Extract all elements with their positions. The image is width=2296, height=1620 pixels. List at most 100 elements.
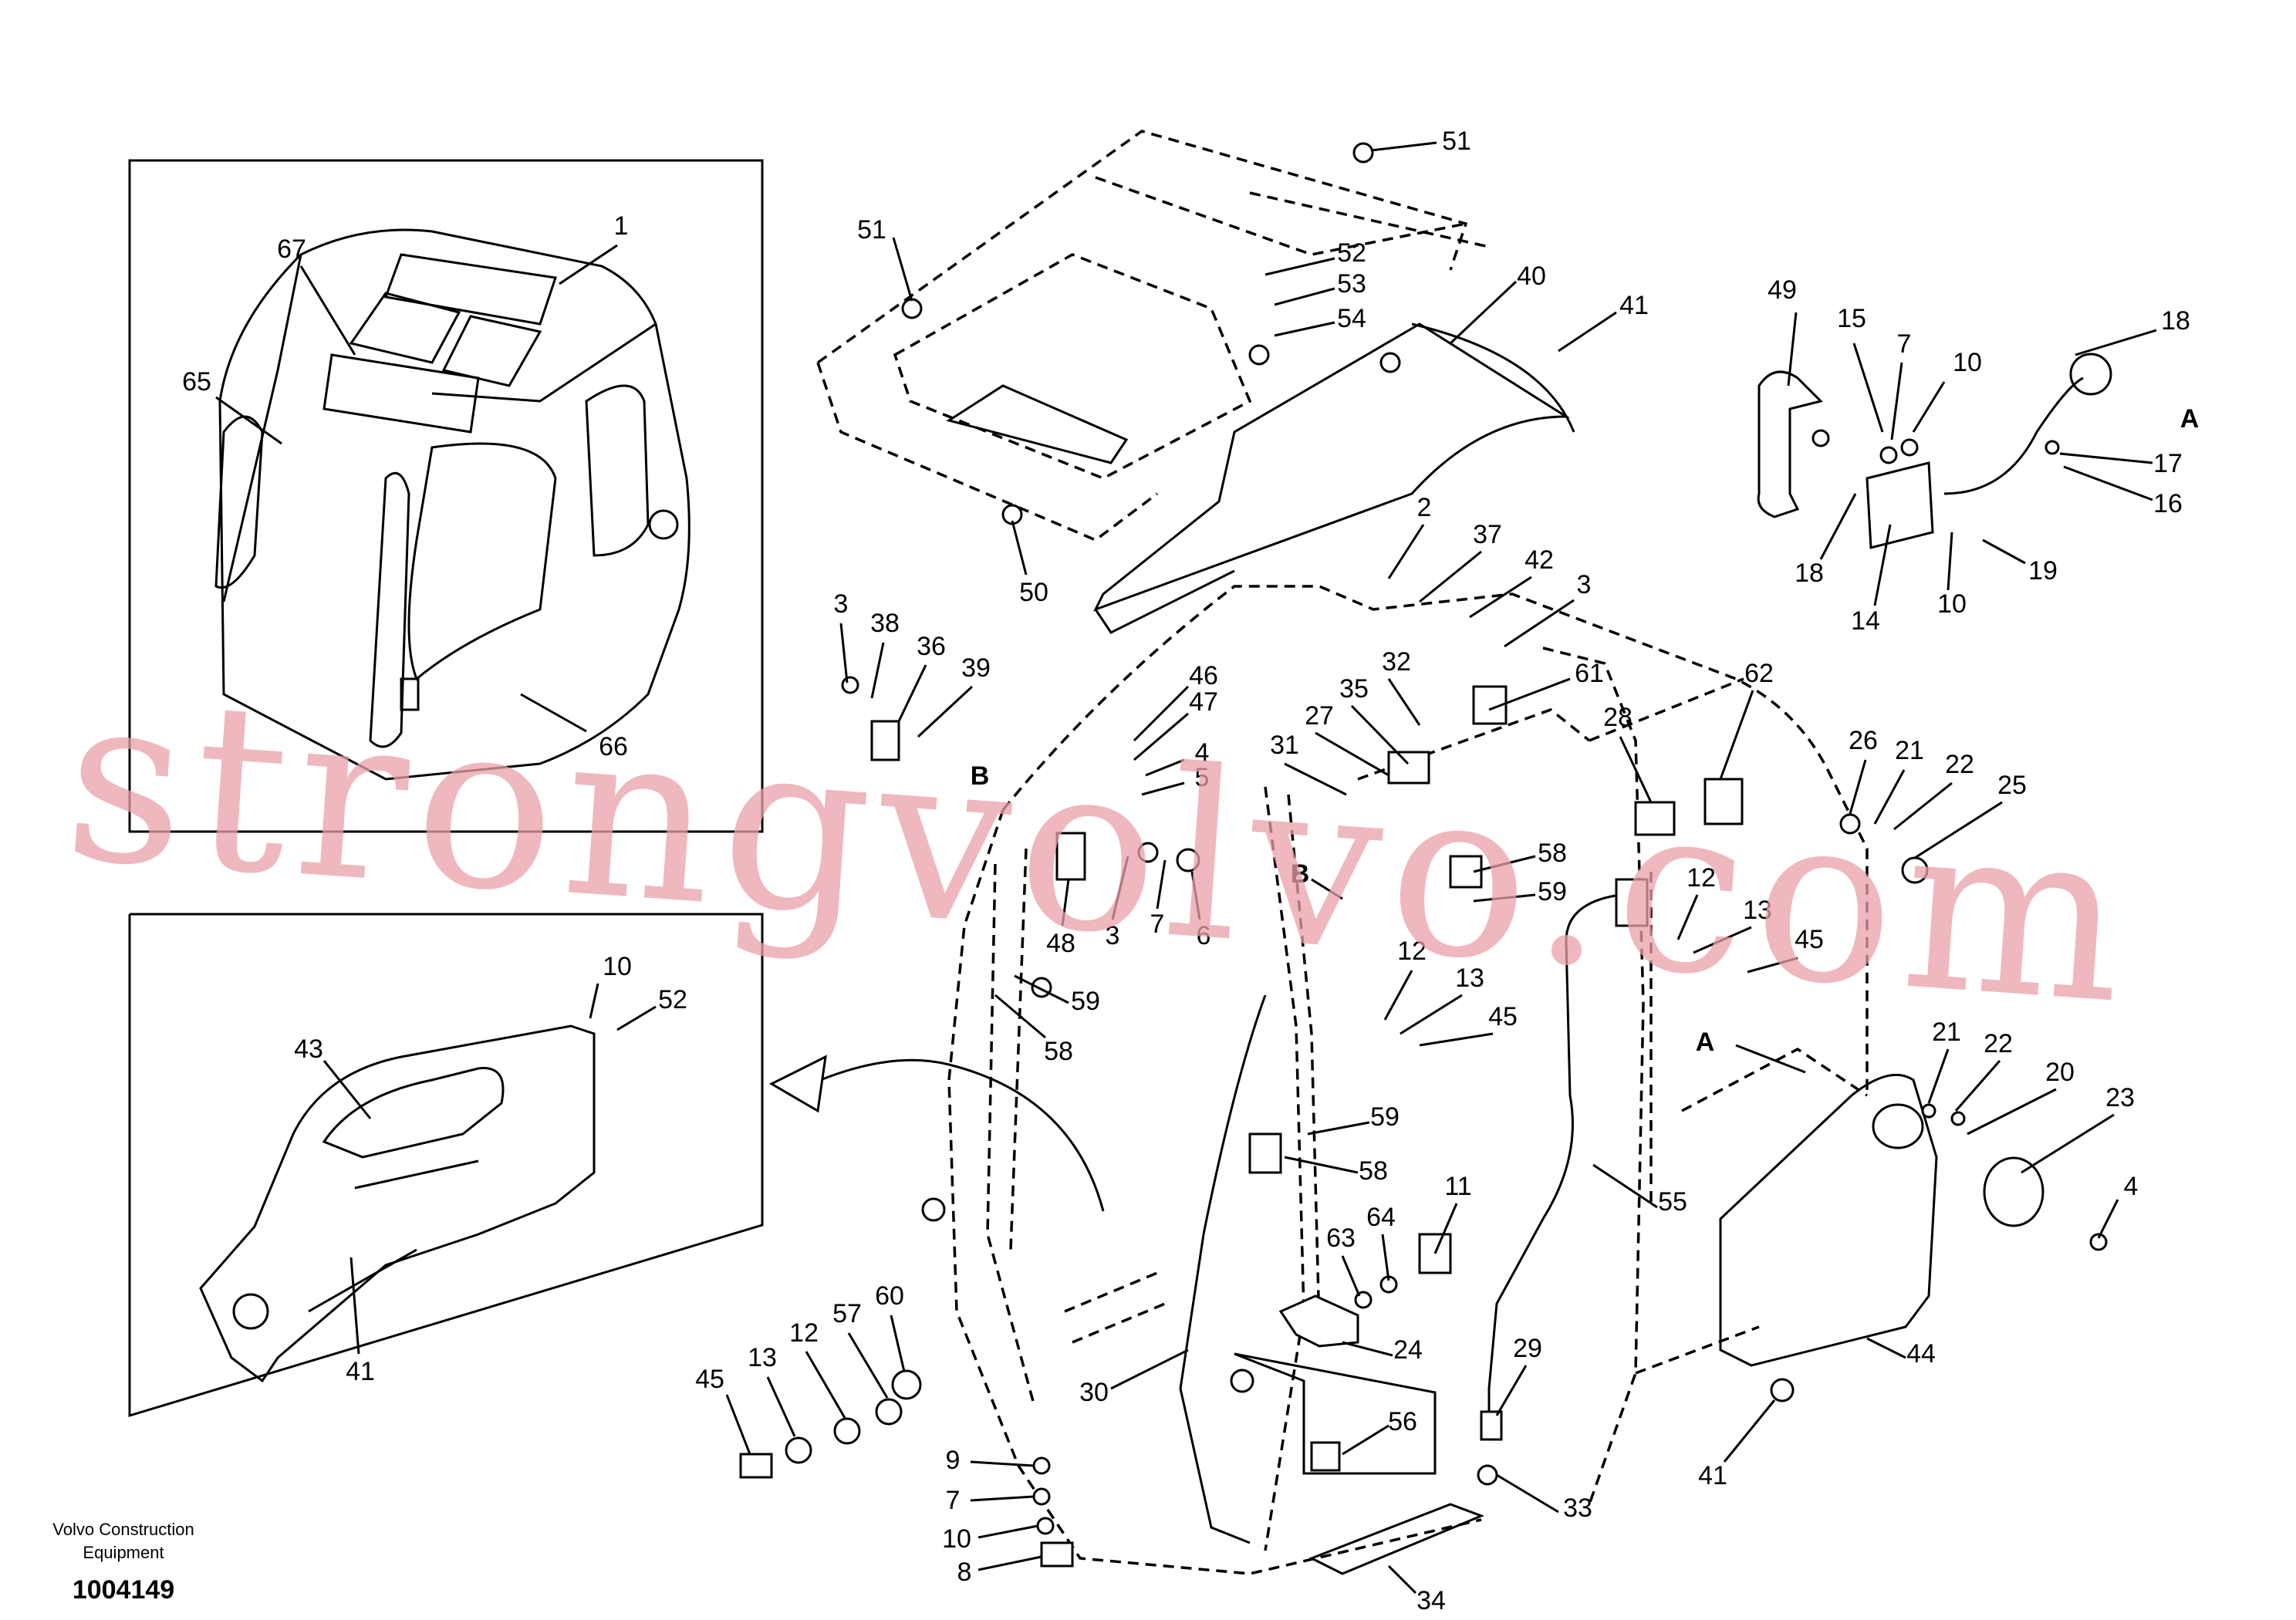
callout-label: 33 <box>1563 1493 1592 1523</box>
callout-label: 27 <box>1305 701 1334 731</box>
callout-label: 67 <box>277 235 306 264</box>
callout-label: 3 <box>1106 921 1120 950</box>
latch-14 <box>1866 461 1934 549</box>
callout-label: 59 <box>1538 877 1567 906</box>
callout-label: 58 <box>1538 839 1567 868</box>
cab-overview-drawing <box>214 228 690 781</box>
callout-label: 9 <box>946 1446 961 1475</box>
callout-label: 15 <box>1837 304 1866 333</box>
callout-label: 40 <box>1517 262 1546 291</box>
callout-label: 23 <box>2105 1083 2135 1112</box>
callout-label: 49 <box>1768 275 1797 305</box>
callout-label: 41 <box>346 1357 375 1386</box>
callout-label: 53 <box>1337 269 1366 299</box>
callout-label: 24 <box>1393 1335 1423 1365</box>
callout-label: 48 <box>1046 929 1075 958</box>
callout-label: 12 <box>1397 937 1427 966</box>
callout-label: 42 <box>1524 545 1554 575</box>
callout-label: 12 <box>789 1318 819 1348</box>
callout-label: 21 <box>1895 736 1924 765</box>
callout-label: 17 <box>2153 449 2183 478</box>
callout-label: 63 <box>1326 1223 1356 1253</box>
callout-label: 31 <box>1270 731 1299 760</box>
callout-label: 46 <box>1189 661 1218 690</box>
callout-label: 65 <box>182 367 211 397</box>
callout-arrow <box>802 1058 1105 1212</box>
callout-label: 11 <box>1444 1172 1471 1201</box>
callout-label: 7 <box>1897 329 1912 359</box>
callout-label: 29 <box>1513 1334 1542 1363</box>
inset-panel-frame <box>128 913 764 1418</box>
callout-label: 18 <box>2161 306 2190 336</box>
callout-label: 50 <box>1019 578 1048 607</box>
bracket-49 <box>1757 370 1823 518</box>
callout-label: 43 <box>294 1034 323 1064</box>
bracket-24 <box>1278 1294 1359 1348</box>
lock-23 <box>1983 1156 2044 1227</box>
callout-label: 52 <box>1337 238 1366 268</box>
callout-label: 14 <box>1851 606 1880 636</box>
callout-label: 34 <box>1416 1586 1446 1615</box>
callout-label: 12 <box>1687 863 1716 893</box>
callout-label: 39 <box>961 653 991 683</box>
interior-panel-drawing <box>199 1024 596 1383</box>
callout-label: 66 <box>599 732 628 761</box>
callout-label: B <box>1291 859 1310 889</box>
plate-56-callout <box>1234 1352 1437 1475</box>
callout-label: 47 <box>1189 687 1218 717</box>
callout-label: 64 <box>1366 1203 1396 1232</box>
callout-label: 60 <box>875 1281 904 1311</box>
cab-frame <box>947 585 1869 1575</box>
callout-label: 21 <box>1932 1018 1961 1047</box>
callout-label: 4 <box>2124 1172 2139 1201</box>
callout-label: 41 <box>1619 291 1649 320</box>
callout-label: 35 <box>1339 674 1369 704</box>
callout-label: 38 <box>870 609 900 638</box>
callout-label: 51 <box>857 215 886 245</box>
callout-label: 10 <box>1953 348 1982 377</box>
callout-label: 8 <box>957 1558 972 1587</box>
callout-label: 1 <box>614 211 629 241</box>
callout-label: 10 <box>603 952 632 981</box>
callout-label: 22 <box>1984 1029 2013 1058</box>
callout-label: 25 <box>1997 771 2027 800</box>
callout-label: 20 <box>2045 1058 2075 1087</box>
callout-label: 45 <box>695 1365 724 1394</box>
callout-label: 16 <box>2153 489 2183 518</box>
callout-label: 32 <box>1382 647 1411 677</box>
callout-label: 51 <box>1442 127 1471 156</box>
callout-label: 57 <box>832 1299 862 1328</box>
callout-label: 45 <box>1795 925 1824 954</box>
inset-cab-frame <box>128 159 764 833</box>
callout-label: 56 <box>1388 1407 1417 1436</box>
callout-label: 6 <box>1197 921 1211 950</box>
callout-label: 3 <box>1577 570 1592 599</box>
callout-label: 30 <box>1079 1378 1109 1407</box>
caption-company: Volvo Construction <box>52 1520 194 1539</box>
callout-labels: 51515253544041501676566491571018A1716191… <box>182 127 2199 1615</box>
callout-label: 55 <box>1658 1187 1687 1217</box>
callout-label: 61 <box>1575 659 1604 688</box>
callout-label: 26 <box>1849 726 1878 755</box>
callout-label: 10 <box>942 1524 971 1554</box>
callout-label: 62 <box>1744 659 1774 688</box>
callout-label: 3 <box>834 589 849 619</box>
callout-label: A <box>1696 1028 1715 1057</box>
callout-label: 28 <box>1603 703 1633 732</box>
callout-label: 36 <box>917 632 946 661</box>
step-34 <box>1308 1503 1485 1575</box>
callout-label: 58 <box>1044 1037 1073 1066</box>
callout-label: 37 <box>1473 520 1502 549</box>
grab-handle-30 <box>1179 994 1267 1544</box>
callout-label: 44 <box>1906 1339 1936 1369</box>
callout-label: 2 <box>1417 493 1432 522</box>
callout-label: 54 <box>1337 304 1366 333</box>
leader-lines <box>725 141 2157 1595</box>
callout-label: 10 <box>1937 589 1967 619</box>
side-panel-44 <box>1719 1073 1938 1367</box>
callout-label: 59 <box>1370 1102 1400 1132</box>
callout-label: 13 <box>1743 896 1772 925</box>
hardware <box>739 142 2108 1568</box>
callout-label: 13 <box>748 1343 777 1372</box>
